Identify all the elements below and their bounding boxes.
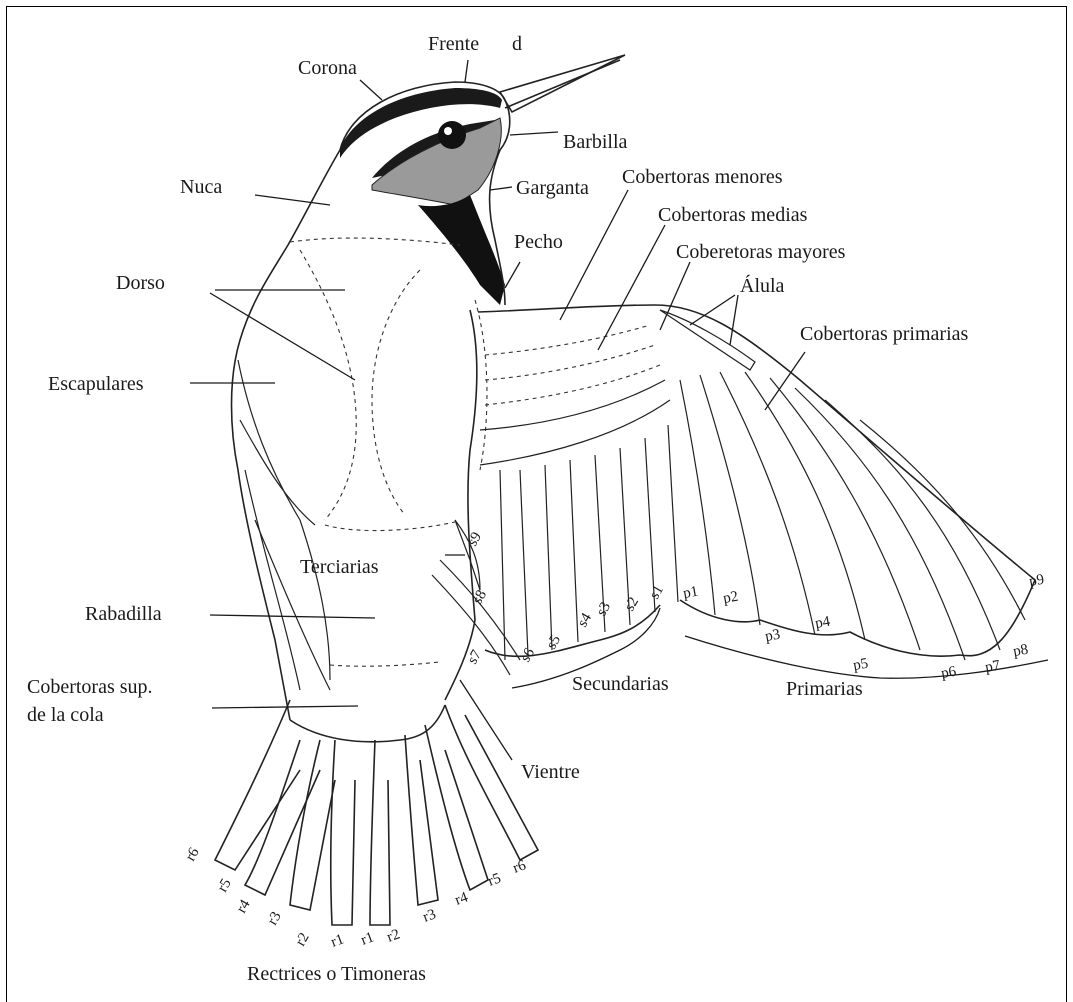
primary-label-p7: p7 — [984, 657, 1002, 675]
label-rabadilla: Rabadilla — [85, 603, 162, 625]
secondary-label-s2: s2 — [622, 594, 643, 614]
label-vientre: Vientre — [521, 761, 580, 783]
label-corona: Corona — [298, 57, 357, 79]
primary-label-p6: p6 — [940, 663, 958, 681]
rectrix-right-label-r5: r5 — [486, 870, 503, 889]
label-de-la-cola: de la cola — [27, 704, 104, 726]
label-d: d — [512, 33, 522, 55]
rectrix-left-label-r3: r3 — [265, 909, 285, 928]
rectrix-left-label-r2: r2 — [293, 930, 313, 949]
label-coberetoras-mayores: Coberetoras mayores — [676, 241, 846, 263]
secondary-label-s3: s3 — [594, 599, 615, 619]
rectrix-right-label-r4: r4 — [453, 889, 471, 908]
label-alula: Álula — [740, 274, 785, 297]
label-primarias: Primarias — [786, 678, 863, 700]
label-cobertoras-primarias: Cobertoras primarias — [800, 323, 968, 345]
label-nuca: Nuca — [180, 176, 222, 198]
part-labels: Frente d Corona Barbilla Nuca Garganta C… — [27, 33, 968, 985]
secondary-label-s5: s5 — [544, 632, 565, 652]
label-cobertoras-menores: Cobertoras menores — [622, 166, 783, 188]
rectrix-right-label-r3: r3 — [421, 906, 438, 925]
label-cobertoras-medias: Cobertoras medias — [658, 204, 808, 226]
label-barbilla: Barbilla — [563, 131, 628, 153]
primary-label-p5: p5 — [852, 656, 870, 674]
primary-label-p4: p4 — [814, 613, 832, 631]
label-dorso: Dorso — [116, 272, 165, 294]
rectrix-left-label-r4: r4 — [234, 897, 254, 916]
label-terciarias: Terciarias — [300, 556, 379, 578]
rectrix-left-label-r1: r1 — [329, 931, 346, 950]
label-escapulares: Escapulares — [48, 373, 144, 395]
secondary-label-s1: s1 — [647, 582, 668, 602]
label-secundarias: Secundarias — [572, 673, 669, 695]
label-pecho: Pecho — [514, 231, 563, 253]
rectrix-right-label-r6: r6 — [511, 857, 529, 876]
label-cobertoras-sup: Cobertoras sup. — [27, 676, 153, 698]
primary-label-p3: p3 — [764, 627, 782, 645]
primary-label-p2: p2 — [722, 589, 740, 607]
rectrix-right-label-r2: r2 — [385, 926, 402, 945]
label-garganta: Garganta — [516, 177, 589, 199]
primary-label-p8: p8 — [1012, 642, 1030, 660]
rectrix-left-label-r6: r6 — [183, 845, 203, 864]
secondary-label-s9: s9 — [465, 529, 486, 549]
label-rectrices: Rectrices o Timoneras — [247, 963, 426, 985]
primary-label-p1: p1 — [682, 584, 700, 602]
primary-label-p9: p9 — [1028, 572, 1046, 590]
secondary-label-s6: s6 — [518, 645, 539, 665]
rectrix-right-label-r1: r1 — [359, 929, 376, 948]
rectrix-left-label-r5: r5 — [215, 876, 235, 895]
label-frente: Frente — [428, 33, 479, 55]
